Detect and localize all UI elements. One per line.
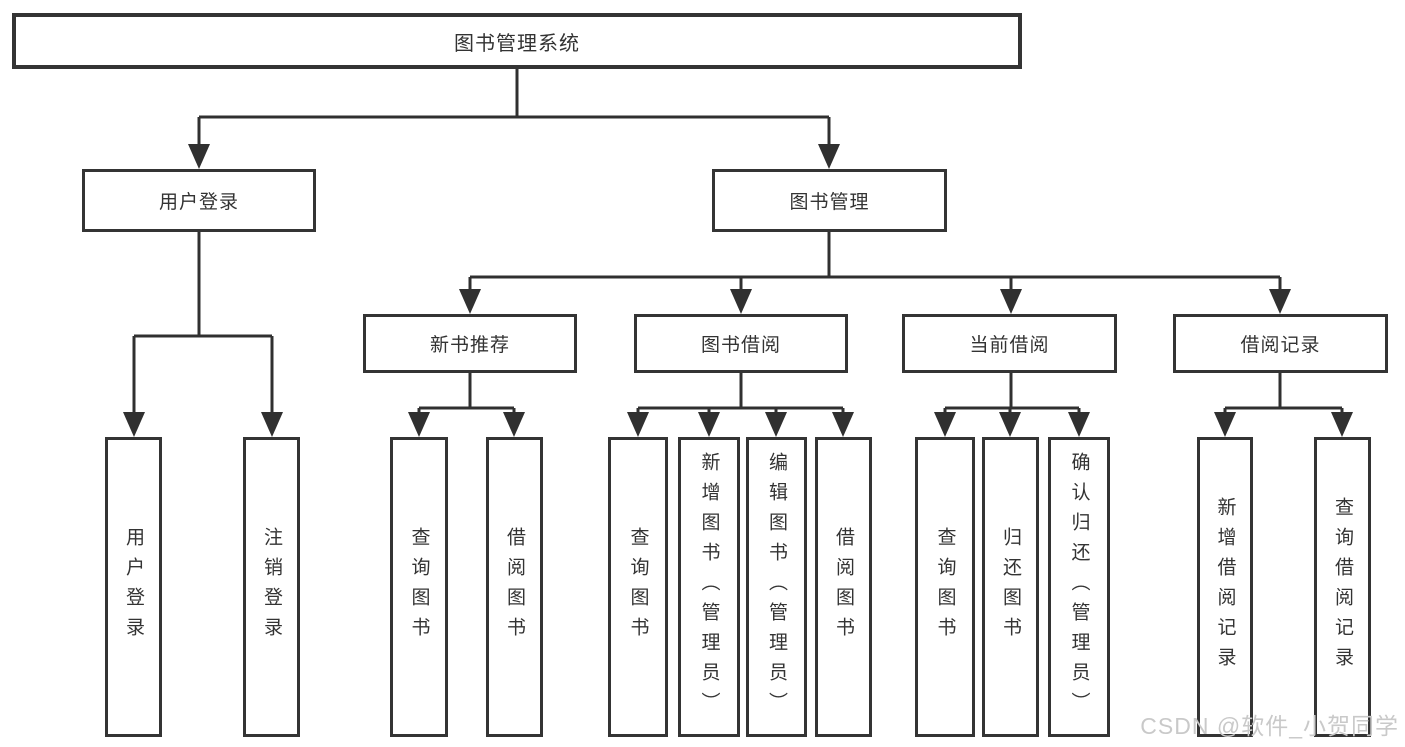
leaf-bb-query-books-label: 查询图书 [627,527,649,647]
leaf-cb-query-books-label: 查询图书 [934,527,956,647]
node-book-mgmt-group: 图书管理 [712,169,947,232]
connector-book-borrow-branch [627,373,854,437]
leaf-bb-edit-books-admin: 编辑图书（管理员） [746,437,807,737]
leaf-bb-edit-books-admin-label: 编辑图书（管理员） [766,452,787,722]
leaf-nbr-borrow-books: 借阅图书 [486,437,543,737]
leaf-nbr-query-books: 查询图书 [390,437,448,737]
node-new-book-recommend-label: 新书推荐 [429,335,510,356]
leaf-bb-query-books: 查询图书 [608,437,668,737]
connector-new-book-branch [408,373,525,437]
leaf-nbr-query-books-label: 查询图书 [408,527,430,647]
node-current-borrow: 当前借阅 [902,314,1117,373]
node-book-mgmt-group-label: 图书管理 [789,192,870,213]
connector-current-borrow-branch [934,373,1090,437]
leaf-cb-return-books: 归还图书 [982,437,1039,737]
leaf-br-query-record: 查询借阅记录 [1314,437,1371,737]
leaf-cb-confirm-return-admin-label: 确认归还（管理员） [1068,452,1090,722]
csdn-watermark: CSDN @软件_小贺同学 [1140,713,1399,739]
node-borrow-records: 借阅记录 [1173,314,1388,373]
leaf-user-login-label: 用户登录 [123,527,144,647]
node-book-management-system-label: 图书管理系统 [454,32,580,55]
connector-book-mgmt-branch [459,232,1291,314]
leaf-logout-label: 注销登录 [261,527,282,647]
leaf-nbr-borrow-books-label: 借阅图书 [504,527,525,647]
leaf-br-query-record-label: 查询借阅记录 [1332,497,1353,677]
node-book-management-system: 图书管理系统 [12,13,1022,69]
node-borrow-records-label: 借阅记录 [1240,335,1321,356]
leaf-cb-confirm-return-admin: 确认归还（管理员） [1048,437,1110,737]
leaf-br-add-record-label: 新增借阅记录 [1214,497,1236,677]
connector-user-login-branch [123,232,283,437]
leaf-cb-return-books-label: 归还图书 [1000,527,1021,647]
node-user-login-group: 用户登录 [82,169,316,232]
connector-borrow-records-branch [1214,373,1353,437]
node-book-borrow: 图书借阅 [634,314,848,373]
leaf-br-add-record: 新增借阅记录 [1197,437,1253,737]
node-new-book-recommend: 新书推荐 [363,314,577,373]
leaf-bb-borrow-books-label: 借阅图书 [833,527,854,647]
connector-root-to-level2 [188,68,840,169]
node-current-borrow-label: 当前借阅 [969,335,1050,356]
leaf-logout: 注销登录 [243,437,300,737]
node-book-borrow-label: 图书借阅 [700,335,781,356]
leaf-bb-add-books-admin-label: 新增图书（管理员） [698,452,720,722]
node-user-login-group-label: 用户登录 [158,192,239,213]
leaf-cb-query-books: 查询图书 [915,437,975,737]
leaf-bb-add-books-admin: 新增图书（管理员） [678,437,740,737]
leaf-user-login: 用户登录 [105,437,162,737]
leaf-bb-borrow-books: 借阅图书 [815,437,872,737]
